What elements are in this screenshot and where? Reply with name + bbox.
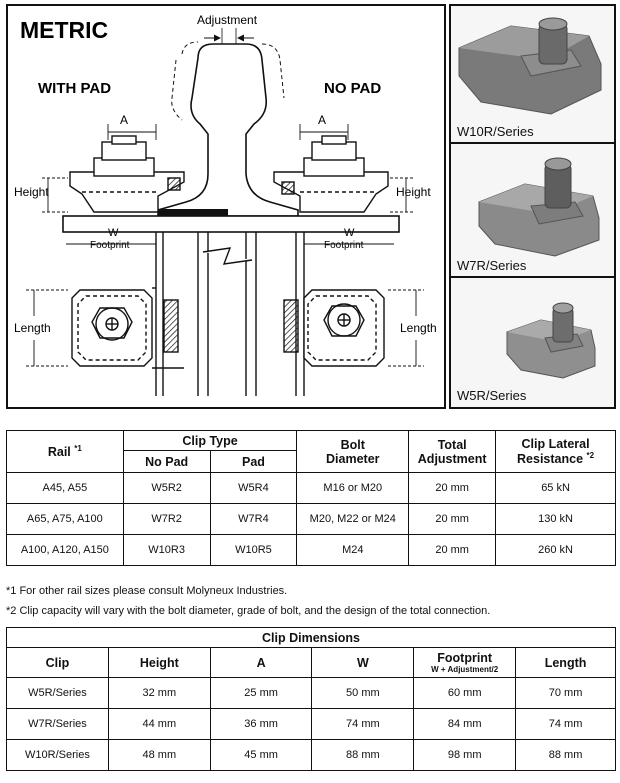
- cell-pad: W5R4: [209, 472, 298, 504]
- cell-w: 50 mm: [311, 677, 415, 709]
- right-height-label: Height: [396, 185, 431, 199]
- cell-footprint: 60 mm: [413, 677, 517, 709]
- dims-table-title: Clip Dimensions: [6, 627, 616, 648]
- cell-resistance: 260 kN: [495, 534, 616, 566]
- right-footprint-label: Footprint: [324, 240, 364, 251]
- left-w-label: W: [108, 227, 119, 239]
- cell-length: 74 mm: [515, 708, 616, 740]
- no-pad-label: NO PAD: [324, 80, 381, 97]
- cell-no-pad: W10R3: [122, 534, 211, 566]
- right-clip-elevation: [273, 135, 389, 213]
- left-height-label: Height: [14, 185, 49, 199]
- photo-panel: W10R/Series W7R/Series W5R/Series: [449, 4, 616, 409]
- right-length-label: Length: [400, 321, 437, 335]
- header-w: W: [311, 647, 415, 678]
- cell-resistance: 130 kN: [495, 503, 616, 535]
- header-pad: Pad: [209, 450, 298, 473]
- photo-w5r: W5R/Series: [451, 278, 614, 407]
- header-length: Length: [515, 647, 616, 678]
- cell-pad: W7R4: [209, 503, 298, 535]
- cell-bolt: M16 or M20: [296, 472, 410, 504]
- clip-dimensions-table: Clip Dimensions Clip Height A W Footprin…: [6, 627, 616, 771]
- with-pad-label: WITH PAD: [38, 80, 111, 97]
- table-row: W5R/Series 32 mm 25 mm 50 mm 60 mm 70 mm: [6, 677, 616, 709]
- header-no-pad: No Pad: [122, 450, 211, 473]
- photo-caption: W5R/Series: [457, 388, 527, 403]
- adjustment-label: Adjustment: [197, 13, 258, 27]
- header-height: Height: [107, 647, 211, 678]
- cell-w: 88 mm: [311, 739, 415, 771]
- cell-no-pad: W5R2: [122, 472, 211, 504]
- pad-strip: [158, 209, 228, 216]
- cell-height: 44 mm: [107, 708, 211, 740]
- cell-clip: W5R/Series: [6, 677, 109, 709]
- header-clip-type: Clip Type: [122, 430, 298, 451]
- photo-w10r: W10R/Series: [451, 6, 614, 144]
- photo-caption: W7R/Series: [457, 258, 527, 273]
- cell-clip: W10R/Series: [6, 739, 109, 771]
- base-plate: [62, 215, 400, 233]
- right-w-label: W: [344, 227, 355, 239]
- cell-adjustment: 20 mm: [408, 472, 497, 504]
- footnote-2: *2 Clip capacity will vary with the bolt…: [6, 605, 491, 617]
- cell-rail: A100, A120, A150: [6, 534, 124, 566]
- cell-rail: A45, A55: [6, 472, 124, 504]
- left-clip-plan: [71, 287, 184, 369]
- header-a: A: [209, 647, 313, 678]
- cell-clip: W7R/Series: [6, 708, 109, 740]
- photo-caption: W10R/Series: [457, 124, 534, 139]
- cell-no-pad: W7R2: [122, 503, 211, 535]
- cell-a: 25 mm: [209, 677, 313, 709]
- rail-section: [157, 41, 299, 217]
- diagram-title: METRIC: [20, 17, 108, 43]
- cell-pad: W10R5: [209, 534, 298, 566]
- left-footprint-label: Footprint: [90, 240, 130, 251]
- table-row: A100, A120, A150 W10R3 W10R5 M24 20 mm 2…: [6, 534, 616, 566]
- cell-footprint: 98 mm: [413, 739, 517, 771]
- cell-height: 32 mm: [107, 677, 211, 709]
- cell-adjustment: 20 mm: [408, 503, 497, 535]
- cell-w: 74 mm: [311, 708, 415, 740]
- w10r-clip-image: [451, 6, 614, 142]
- cell-bolt: M24: [296, 534, 410, 566]
- cell-length: 70 mm: [515, 677, 616, 709]
- table-row: W10R/Series 48 mm 45 mm 88 mm 98 mm 88 m…: [6, 739, 616, 771]
- left-clip-elevation: [69, 135, 185, 213]
- header-clip: Clip: [6, 647, 109, 678]
- right-clip-plan: [283, 289, 385, 367]
- w5r-clip-image: [451, 278, 614, 407]
- technical-drawing: METRIC WITH PAD NO PAD Adjustment A A: [6, 4, 446, 409]
- footnote-1: *1 For other rail sizes please consult M…: [6, 585, 288, 597]
- cell-resistance: 65 kN: [495, 472, 616, 504]
- cell-a: 45 mm: [209, 739, 313, 771]
- cell-length: 88 mm: [515, 739, 616, 771]
- left-a-label: A: [120, 113, 128, 127]
- cell-adjustment: 20 mm: [408, 534, 497, 566]
- cell-footprint: 84 mm: [413, 708, 517, 740]
- header-rail: Rail *1: [6, 430, 124, 473]
- table-row: W7R/Series 44 mm 36 mm 74 mm 84 mm 74 mm: [6, 708, 616, 740]
- right-a-label: A: [318, 113, 326, 127]
- table-row: A45, A55 W5R2 W5R4 M16 or M20 20 mm 65 k…: [6, 472, 616, 504]
- cell-a: 36 mm: [209, 708, 313, 740]
- w7r-clip-image: [451, 144, 614, 276]
- cell-height: 48 mm: [107, 739, 211, 771]
- rail-clip-drawing: METRIC WITH PAD NO PAD Adjustment A A: [14, 13, 437, 396]
- left-length-label: Length: [14, 321, 51, 335]
- photo-w7r: W7R/Series: [451, 144, 614, 278]
- cell-bolt: M20, M22 or M24: [296, 503, 410, 535]
- table-row: A65, A75, A100 W7R2 W7R4 M20, M22 or M24…: [6, 503, 616, 535]
- cell-rail: A65, A75, A100: [6, 503, 124, 535]
